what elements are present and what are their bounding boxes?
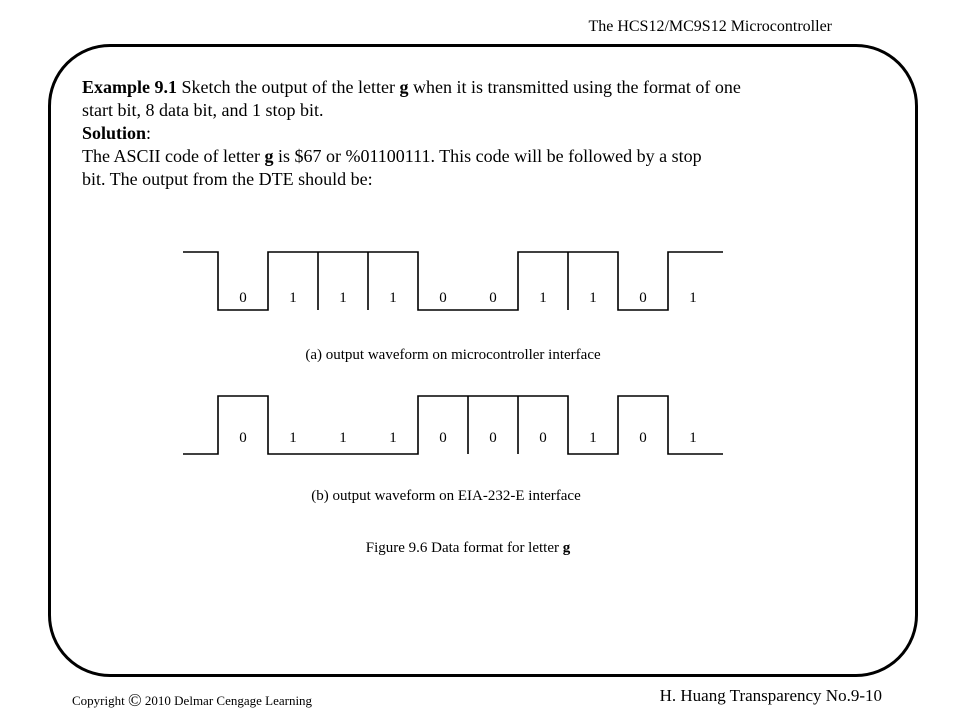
- waveform-a-bit-label: 1: [689, 290, 697, 306]
- copyright-text: 2010 Delmar Cengage Learning: [144, 693, 313, 708]
- waveform-b-bit-label: 1: [389, 430, 397, 446]
- example-text: Sketch the output of the letter: [177, 77, 400, 97]
- waveform-a-bit-label: 1: [539, 290, 547, 306]
- copyright-symbol: ©: [127, 690, 142, 710]
- example-label: Example 9.1: [82, 77, 178, 97]
- example-text-tail: when it is transmitted using the format …: [408, 77, 741, 97]
- waveform-b-bit-label: 0: [539, 430, 547, 446]
- solution-line-1: The ASCII code of letter g is $67 or %01…: [82, 145, 882, 168]
- waveform-a-bit-label: 1: [389, 290, 397, 306]
- waveform-a-trace: [183, 251, 723, 311]
- waveform-a-bit-label: 0: [639, 290, 647, 306]
- waveform-b-bit-label: 1: [589, 430, 597, 446]
- solution-letter: g: [264, 146, 274, 166]
- example-line-2: start bit, 8 data bit, and 1 stop bit.: [82, 100, 324, 120]
- waveform-b: 0 1 1 1 0 0 0 1 0 1: [183, 395, 723, 455]
- copyright: Copyright © 2010 Delmar Cengage Learning: [72, 690, 312, 711]
- solution-line-2: bit. The output from the DTE should be:: [82, 169, 373, 189]
- transparency-number: H. Huang Transparency No.9-10: [659, 686, 882, 705]
- waveform-a: 0 1 1 1 0 0 1 1 0 1: [183, 251, 723, 311]
- waveform-a-bit-label: 1: [589, 290, 597, 306]
- waveform-a-bit-label: 0: [439, 290, 447, 306]
- slide-frame: [48, 44, 918, 677]
- waveform-b-bit-label: 0: [439, 430, 447, 446]
- waveform-b-bit-label: 1: [289, 430, 297, 446]
- waveform-a-bit-label: 0: [489, 290, 497, 306]
- waveform-a-bit-label: 1: [289, 290, 297, 306]
- solution-text-a: The ASCII code of letter: [82, 146, 265, 166]
- copyright-word: Copyright: [72, 693, 125, 708]
- solution-label: Solution: [82, 123, 147, 143]
- waveform-b-bit-label: 0: [639, 430, 647, 446]
- waveform-a-bit-label: 1: [339, 290, 347, 306]
- waveform-b-bit-label: 0: [489, 430, 497, 446]
- figure-caption-prefix: Figure 9.6 Data format for letter: [366, 540, 563, 556]
- waveform-b-caption: (b) output waveform on EIA-232-E interfa…: [311, 488, 581, 504]
- figure-caption: Figure 9.6 Data format for letter g: [366, 540, 571, 556]
- waveform-b-bit-label: 1: [339, 430, 347, 446]
- solution-colon: :: [146, 123, 152, 143]
- waveform-a-caption: (a) output waveform on microcontroller i…: [305, 347, 601, 363]
- example-line-1: Example 9.1 Sketch the output of the let…: [82, 76, 882, 99]
- example-letter: g: [399, 77, 409, 97]
- solution-heading: Solution:: [82, 122, 882, 145]
- solution-text-b: is $67 or %01100111. This code will be f…: [273, 146, 702, 166]
- figure-caption-letter: g: [563, 540, 571, 556]
- waveform-b-bit-label: 1: [689, 430, 697, 446]
- waveform-a-bit-label: 0: [239, 290, 247, 306]
- waveform-b-bit-label: 0: [239, 430, 247, 446]
- slide-text: Example 9.1 Sketch the output of the let…: [82, 76, 882, 191]
- header-title: The HCS12/MC9S12 Microcontroller: [588, 18, 832, 35]
